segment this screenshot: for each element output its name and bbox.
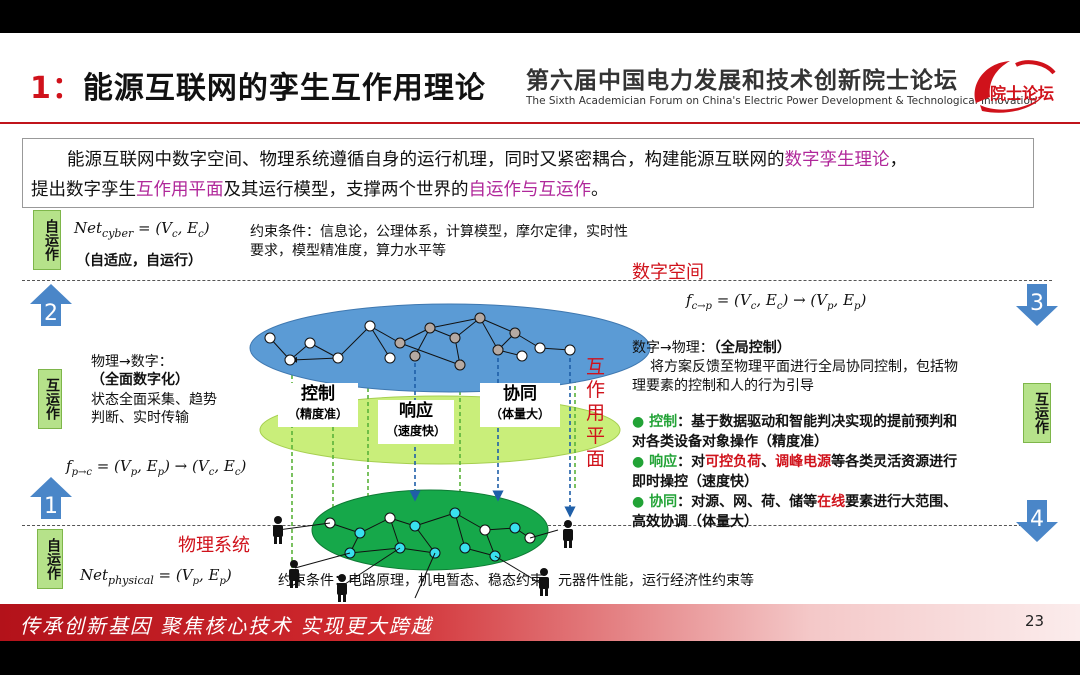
interaction-plane-label: 互作用平面 xyxy=(586,356,606,470)
digital-to-physical-line-2: 理要素的控制和人的行为引导 xyxy=(632,378,814,394)
cyber-layer xyxy=(249,303,651,393)
control-subtitle: （精度准） xyxy=(287,407,348,421)
intro-text: 。 xyxy=(591,180,609,200)
bullet-response-text: 等各类灵活资源进行 xyxy=(831,454,958,470)
header-divider xyxy=(0,122,1080,124)
intro-line-1: 能源互联网中数字空间、物理系统遵循自身的运行机理，同时又紧密耦合，构建能源互联网… xyxy=(31,145,1025,175)
bullet-control-text-1: ：基于数据驱动和智能判决实现的提前预判和 xyxy=(677,414,958,430)
physical-to-digital-line-2: 判断、实时传输 xyxy=(91,410,189,426)
self-operation-badge-top: 自运作 xyxy=(33,210,61,270)
forum-title-cn: 第六届中国电力发展和技术创新院士论坛 xyxy=(526,68,958,94)
forum-title-en: The Sixth Academician Forum on China's E… xyxy=(526,95,1037,107)
arrow-number-1: 1 xyxy=(44,494,58,519)
coordination-title: 协同 xyxy=(503,384,537,404)
cyber-core-nodes xyxy=(394,312,521,371)
bullet-response-label: 响应 xyxy=(649,454,678,470)
response-title: 响应 xyxy=(399,401,433,421)
physical-layer xyxy=(311,489,549,571)
people-links xyxy=(277,522,559,599)
cyber-nodes xyxy=(264,320,576,366)
intro-line-2: 提出数字孪生互作用平面及其运行模型，支撑两个世界的自运作与互运作。 xyxy=(31,175,1025,205)
bullet-response-separator: 、 xyxy=(761,454,776,470)
bullet-response-text: ：对 xyxy=(677,454,706,470)
arrow-number-2: 2 xyxy=(44,301,58,326)
intro-text: ， xyxy=(889,150,908,170)
bullet-control-text-2: 对各类设备对象操作（精度准） xyxy=(632,434,828,450)
bullet-coordination-highlight: 在线 xyxy=(817,494,846,510)
forum-logo: 院士论坛 xyxy=(966,55,1066,119)
control-title: 控制 xyxy=(301,384,335,404)
digital-to-physical-title: 数字→物理： xyxy=(632,340,714,356)
cyber-constraint-line-2: 要求，模型精准度，算力水平等 xyxy=(250,243,446,259)
logo-text: 院士论坛 xyxy=(990,84,1054,103)
intro-highlight: 互作用平面 xyxy=(136,180,224,200)
arrow-down-4-icon: 4 xyxy=(1016,500,1058,542)
bullet-response-text-2: 即时操控（速度快） xyxy=(632,474,758,490)
digital-to-physical-bold: （全局控制） xyxy=(713,340,791,356)
slide: 1：能源互联网的孪生互作用理论 第六届中国电力发展和技术创新院士论坛 The S… xyxy=(0,33,1080,641)
inter-operation-badge-left: 互运作 xyxy=(38,369,62,429)
bullet-coordination: ● 协同：对源、网、荷、储等在线要素进行大范围、 高效协调（体量大） xyxy=(632,492,1022,532)
cyber-constraint-line-1: 约束条件：信息论，公理体系，计算模型，摩尔定律，实时性 xyxy=(250,224,628,240)
separator-top xyxy=(22,280,1052,281)
bullet-coordination-label: 协同 xyxy=(649,494,678,510)
bullet-response-highlight-1: 可控负荷 xyxy=(705,454,762,470)
physical-system-label: 物理系统 xyxy=(178,535,250,556)
bullet-response-highlight-2: 调峰电源 xyxy=(775,454,832,470)
bullet-coordination-text: 要素进行大范围、 xyxy=(845,494,958,510)
bullet-coordination-text: ：对源、网、荷、储等 xyxy=(677,494,818,510)
person-icons xyxy=(273,516,573,602)
adaptive-label: （自适应，自运行） xyxy=(76,253,202,269)
intro-text: 能源互联网中数字空间、物理系统遵循自身的运行机理，同时又紧密耦合，构建能源互联网… xyxy=(67,150,785,170)
title-text: 能源互联网的孪生互作用理论 xyxy=(82,71,486,106)
formula-main: Net xyxy=(74,219,103,237)
bullet-dot-icon: ● xyxy=(632,414,650,430)
intro-box: 能源互联网中数字空间、物理系统遵循自身的运行机理，同时又紧密耦合，构建能源互联网… xyxy=(22,138,1034,208)
footer-bar: 传承创新基因 聚焦核心技术 实现更大跨越 23 xyxy=(0,604,1080,641)
bullet-coordination-text-2: 高效协调（体量大） xyxy=(632,514,758,530)
formula-sub: physical xyxy=(108,574,154,587)
bullet-dot-icon: ● xyxy=(632,494,650,510)
formula-p2c: fp→c = (Vp, Ep) → (Vc, Ec) xyxy=(66,457,247,478)
intro-highlight: 数字孪生理论 xyxy=(784,150,890,170)
intro-text: 及其运行模型，支撑两个世界的 xyxy=(223,180,469,200)
physical-device-nodes xyxy=(344,507,521,562)
digital-to-physical-line-1: 将方案反馈至物理平面进行全局协同控制，包括物 xyxy=(650,359,958,375)
bullet-response: ● 响应：对可控负荷、调峰电源等各类灵活资源进行 即时操控（速度快） xyxy=(632,452,1022,492)
net-physical-formula: Netphysical = (Vp, Ep) xyxy=(80,566,232,587)
arrow-up-1-icon: 1 xyxy=(30,477,72,519)
bullet-control: ● 控制：基于数据驱动和智能判决实现的提前预判和 对各类设备对象操作（精度准） xyxy=(632,412,1022,452)
intro-highlight: 自运作与互运作 xyxy=(468,180,592,200)
arrow-number-4: 4 xyxy=(1030,507,1044,532)
formula-main: Net xyxy=(80,566,109,584)
bullet-control-label: 控制 xyxy=(649,414,678,430)
formula-sub: cyber xyxy=(102,227,134,240)
formula-c2p: fc→p = (Vc, Ec) → (Vp, Ep) xyxy=(686,291,867,312)
page-title: 1：能源互联网的孪生互作用理论 xyxy=(30,63,486,107)
response-box: 响应 （速度快） xyxy=(378,400,454,444)
bullet-dot-icon: ● xyxy=(632,454,650,470)
coordination-box: 协同 （体量大） xyxy=(480,383,560,427)
digital-space-label: 数字空间 xyxy=(632,262,704,283)
page-number: 23 xyxy=(1025,612,1045,630)
arrow-down-3-icon: 3 xyxy=(1016,284,1058,326)
physical-to-digital-bold: （全面数字化） xyxy=(91,372,189,388)
intro-text: 提出数字孪生 xyxy=(31,180,136,200)
digital-to-physical-heading: 数字→物理：（全局控制） xyxy=(632,337,791,357)
coordination-subtitle: （体量大） xyxy=(489,407,550,421)
title-number: 1： xyxy=(30,71,83,106)
physical-constraint: 约束条件：电路原理，机电暂态、稳态约束，元器件性能，运行经济性约束等 xyxy=(278,573,754,589)
physical-to-digital-line-1: 状态全面采集、趋势 xyxy=(91,392,217,408)
response-subtitle: （速度快） xyxy=(385,424,446,438)
footer-slogan: 传承创新基因 聚焦核心技术 实现更大跨越 xyxy=(20,614,433,638)
arrow-up-2-icon: 2 xyxy=(30,284,72,326)
inter-operation-badge-right: 互运作 xyxy=(1023,383,1051,443)
self-operation-badge-bottom: 自运作 xyxy=(37,529,63,589)
control-box: 控制 （精度准） xyxy=(278,383,358,427)
net-cyber-formula: Netcyber = (Vc, Ec) xyxy=(74,219,210,240)
downward-arrows xyxy=(409,358,576,518)
arrow-number-3: 3 xyxy=(1030,291,1044,316)
physical-to-digital-title: 物理→数字： xyxy=(91,354,173,370)
